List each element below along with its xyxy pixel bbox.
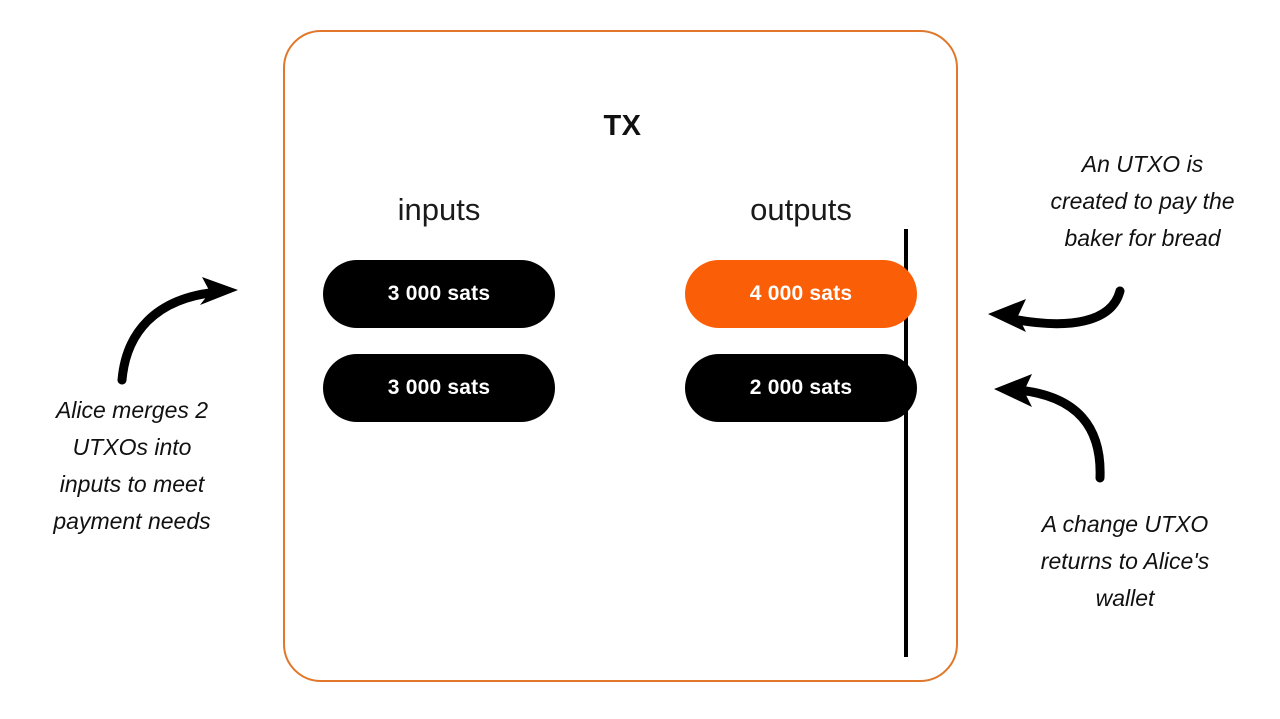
annotation-bottom-right-line-1: A change UTXO xyxy=(1041,511,1209,537)
annotation-left: Alice merges 2 UTXOs into inputs to meet… xyxy=(18,392,246,540)
output-pill-2[interactable]: 2 000 sats xyxy=(685,354,917,422)
annotation-top-right-line-1: An UTXO is xyxy=(1081,151,1204,177)
input-pill-1[interactable]: 3 000 sats xyxy=(323,260,555,328)
annotation-bottom-right-line-3: wallet xyxy=(1095,585,1155,611)
annotation-left-line-2: UTXOs into xyxy=(72,434,192,460)
outputs-column: outputs 4 000 sats 2 000 sats xyxy=(651,190,951,448)
annotation-left-line-4: payment needs xyxy=(53,508,211,534)
annotation-left-line-1: Alice merges 2 xyxy=(55,397,209,423)
annotation-top-right: An UTXO is created to pay the baker for … xyxy=(1020,146,1265,257)
outputs-label: outputs xyxy=(750,192,852,227)
annotation-top-right-line-3: baker for bread xyxy=(1064,225,1221,251)
input-pill-2[interactable]: 3 000 sats xyxy=(323,354,555,422)
tx-title: TX xyxy=(603,110,642,142)
inputs-label: inputs xyxy=(397,192,481,227)
annotation-left-line-3: inputs to meet xyxy=(59,471,205,497)
annotation-top-right-line-2: created to pay the xyxy=(1050,188,1235,214)
output-pill-1[interactable]: 4 000 sats xyxy=(685,260,917,328)
annotation-bottom-right: A change UTXO returns to Alice's wallet xyxy=(1000,506,1250,617)
inputs-column: inputs 3 000 sats 3 000 sats xyxy=(289,190,589,448)
curved-arrow-top-right-icon xyxy=(988,286,1125,332)
curved-arrow-bottom-right-icon xyxy=(994,374,1105,483)
annotation-bottom-right-line-2: returns to Alice's xyxy=(1040,548,1210,574)
inputs-outputs-divider xyxy=(904,229,908,657)
curved-arrow-left-icon xyxy=(117,277,238,385)
